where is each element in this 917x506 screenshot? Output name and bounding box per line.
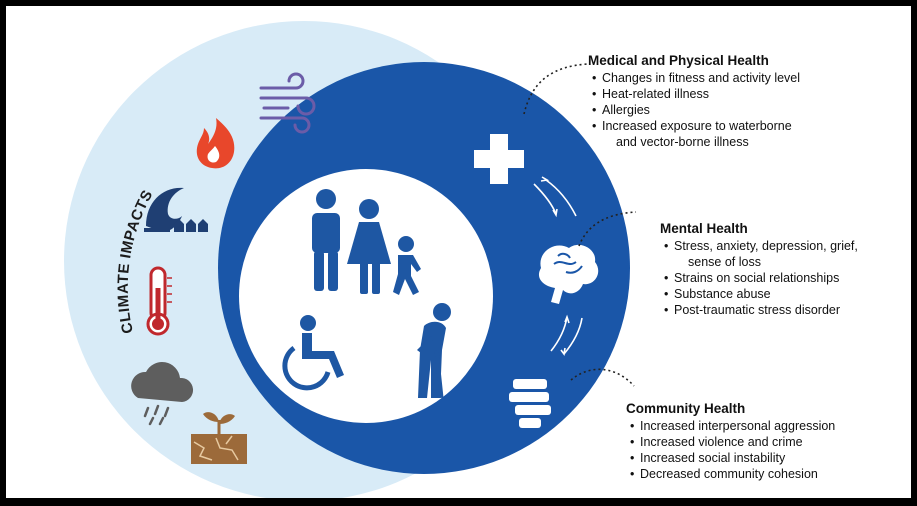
list-item-continuation: sense of loss xyxy=(688,255,761,269)
list-item: Changes in fitness and activity level xyxy=(588,70,888,86)
list-item: Substance abuse xyxy=(660,286,910,302)
wheelchair-user-icon xyxy=(282,315,344,391)
climate-health-diagram: CLIMATE IMPACTS xyxy=(64,21,637,498)
child-icon xyxy=(393,236,421,295)
list-item: Increased interpersonal aggression xyxy=(626,418,911,434)
list-item-continuation: and vector-borne illness xyxy=(616,135,749,149)
list-item: Allergies xyxy=(588,102,888,118)
list-item: Heat-related illness xyxy=(588,86,888,102)
adult-woman-icon xyxy=(347,199,391,294)
adult-man-icon xyxy=(312,189,340,291)
list-item: Strains on social relationships xyxy=(660,270,910,286)
wildfire-icon xyxy=(196,118,235,169)
mental-health-title: Mental Health xyxy=(660,221,748,236)
medical-health-list: Changes in fitness and activity level He… xyxy=(588,70,888,150)
handshake-icon xyxy=(509,379,551,428)
list-item: Decreased community cohesion xyxy=(626,466,911,482)
drought-seedling-icon xyxy=(191,412,247,464)
rain-cloud-icon xyxy=(131,362,194,426)
list-item: Increased violence and crime xyxy=(626,434,911,450)
brain-icon xyxy=(538,244,599,304)
flood-wave-icon xyxy=(144,187,208,232)
medical-health-panel: Medical and Physical Health Changes in f… xyxy=(588,52,888,150)
list-item: Stress, anxiety, depression, grief,sense… xyxy=(660,238,910,270)
connecting-arrows xyxy=(533,176,583,356)
mental-health-list: Stress, anxiety, depression, grief,sense… xyxy=(660,238,910,318)
mental-health-panel: Mental Health Stress, anxiety, depressio… xyxy=(660,220,910,318)
list-item: Increased social instability xyxy=(626,450,911,466)
list-item: Post-traumatic stress disorder xyxy=(660,302,910,318)
medical-cross-icon xyxy=(474,134,524,184)
medical-health-title: Medical and Physical Health xyxy=(588,53,769,68)
dotted-connectors xyxy=(523,63,637,387)
wind-icon xyxy=(259,72,316,134)
thermometer-icon xyxy=(146,266,172,336)
community-health-title: Community Health xyxy=(626,401,746,416)
community-health-panel: Community Health Increased interpersonal… xyxy=(626,400,911,482)
elderly-person-icon xyxy=(417,303,451,398)
community-health-list: Increased interpersonal aggression Incre… xyxy=(626,418,911,482)
